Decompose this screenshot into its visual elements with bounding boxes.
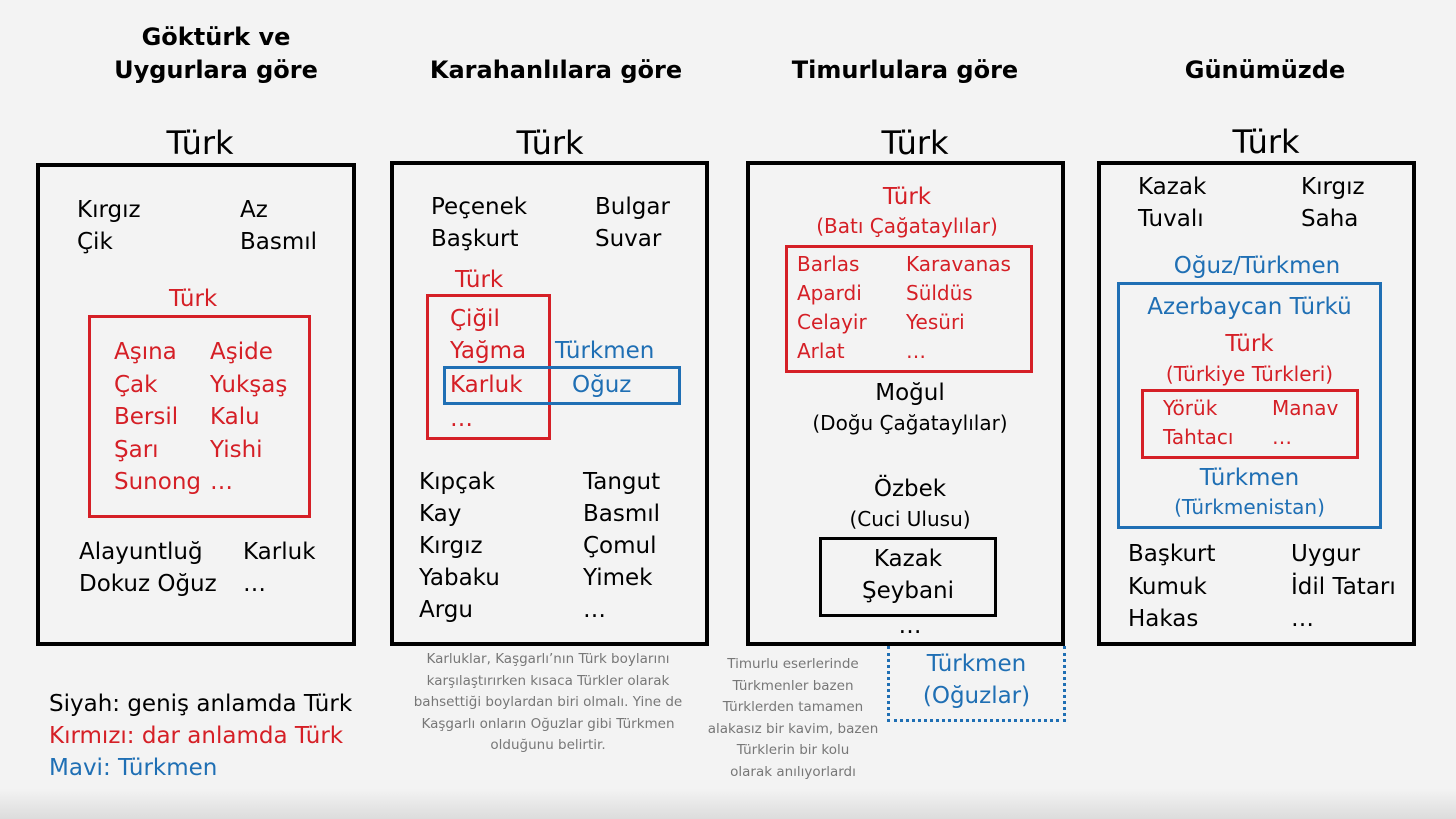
red-tribes: Çiğil Yağma — [450, 306, 527, 364]
red-turk-title: Türk — [882, 184, 932, 210]
column-title-turk: Türk — [881, 124, 949, 162]
inner-turk-label: Türk — [169, 286, 218, 312]
kazak-seybani: Kazak Şeybani — [861, 546, 955, 604]
column-header-gunumuzde: Günümüzde — [1184, 56, 1346, 84]
oguz-item: Oğuz — [572, 372, 632, 398]
top-right-tribes: Az Basmıl — [240, 197, 318, 255]
kazak-seybani-box — [819, 537, 997, 617]
red-left-tribes: Barlas Apardi Celayir Arlat — [797, 252, 867, 363]
top-left-tribes: Kırgız Çik — [77, 197, 141, 255]
bottom-left-tribes: Alayuntluğ Dokuz Oğuz — [79, 539, 217, 597]
column-title-turk: Türk — [516, 124, 584, 162]
column-box — [390, 161, 709, 646]
inner-right-tribes: Aşide Yukşaş Kalu Yishi … — [210, 339, 288, 495]
bottom-right-tribes: Uygur İdil Tatarı … — [1291, 541, 1396, 632]
column-box — [1097, 161, 1416, 646]
turkiye-red-box — [1141, 389, 1359, 459]
turkmen-dotted-box — [887, 646, 1066, 722]
red-left-tribes: Yörük Tahtacı — [1163, 396, 1234, 449]
red-turk-subtitle: (Batı Çağataylılar) — [816, 214, 998, 238]
bottom-right-tribes: Karluk … — [243, 539, 316, 597]
column-header-gokturk: Göktürk ve Uygurlara göre — [114, 23, 318, 84]
turkiye-turk-label: Türk — [1225, 331, 1274, 357]
turkmen-oguzlar: Türkmen (Oğuzlar) — [922, 651, 1031, 709]
narrow-turk-box — [88, 315, 311, 518]
column-box — [36, 163, 356, 646]
mogul-subtitle: (Doğu Çağataylılar) — [812, 411, 1008, 435]
turkmenistan-subtitle: (Türkmenistan) — [1174, 495, 1325, 519]
bottom-left-tribes: Kıpçak Kay Kırgız Yabaku Argu — [419, 469, 500, 623]
column-header-karahanli: Karahanlılara göre — [429, 56, 683, 84]
karluk-item: Karluk — [450, 372, 523, 398]
bati-cagatay-box — [785, 245, 1033, 373]
red-right-tribes: Karavanas Süldüs Yesüri … — [906, 252, 1011, 363]
ozbek-label: Özbek — [873, 476, 947, 502]
red-right-tribes: Manav … — [1272, 396, 1339, 449]
legend-red: Kırmızı: dar anlamda Türk — [49, 723, 344, 749]
ellipsis: … — [898, 613, 922, 639]
ozbek-subtitle: (Cuci Ulusu) — [849, 507, 971, 531]
red-turk-label: Türk — [455, 267, 504, 293]
mogul-label: Moğul — [875, 380, 945, 406]
column-title-turk: Türk — [1232, 123, 1300, 161]
top-right-tribes: Kırgız Saha — [1301, 174, 1365, 232]
top-left-tribes: Peçenek Başkurt — [431, 194, 528, 252]
turkmen-box — [443, 366, 681, 405]
legend-black: Siyah: geniş anlamda Türk — [49, 691, 353, 717]
timurlu-note: Timurlu eserlerinde Türkmenler bazen Tür… — [707, 656, 879, 780]
top-left-tribes: Kazak Tuvalı — [1138, 174, 1207, 232]
bottom-shadow — [0, 789, 1456, 819]
inner-left-tribes: Aşına Çak Bersil Şarı Sunong — [114, 339, 202, 495]
turkmen-label: Türkmen — [1199, 465, 1300, 491]
column-box — [746, 161, 1065, 646]
bottom-left-tribes: Başkurt Kumuk Hakas — [1128, 541, 1216, 632]
top-right-tribes: Bulgar Suvar — [595, 194, 670, 252]
bottom-right-tribes: Tangut Basmıl Çomul Yimek … — [583, 469, 661, 623]
column-title-turk: Türk — [166, 124, 234, 162]
azerbaycan-turku: Azerbaycan Türkü — [1147, 294, 1352, 320]
oguz-turkmen-box — [1117, 282, 1382, 529]
column-header-timurlu: Timurlulara göre — [791, 56, 1019, 84]
turkmen-label: Türkmen — [555, 338, 655, 364]
karahanli-note: Karluklar, Kaşgarlı’nın Türk boylarını k… — [413, 651, 683, 753]
legend-blue: Mavi: Türkmen — [49, 755, 218, 781]
red-ellipsis: … — [450, 406, 473, 432]
oguz-turkmen-label: Oğuz/Türkmen — [1173, 253, 1341, 279]
turkiye-turk-subtitle: (Türkiye Türkleri) — [1165, 362, 1334, 386]
